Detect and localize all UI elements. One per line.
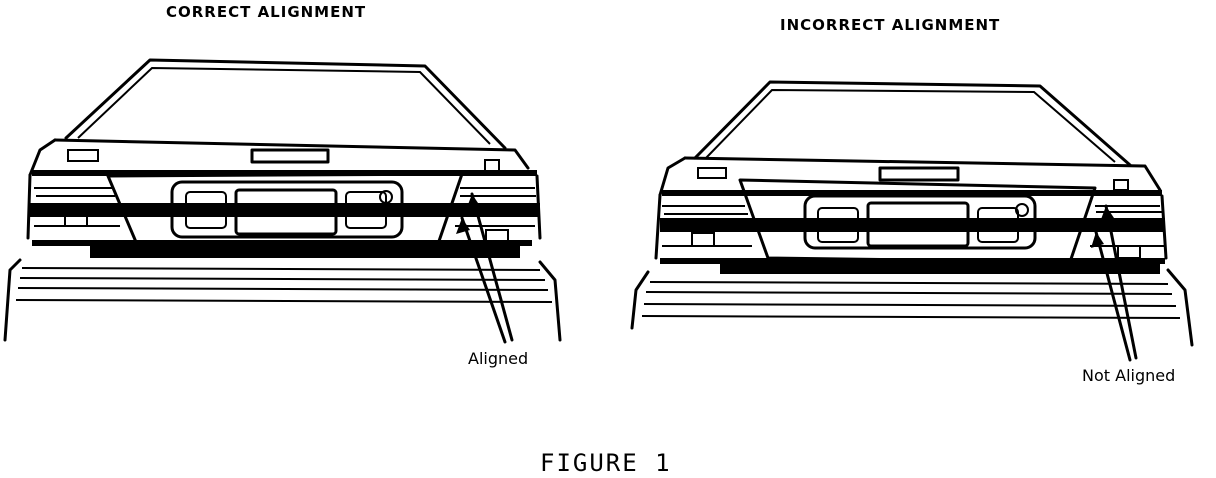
car-incorrect-alignment — [630, 80, 1194, 347]
aligned-label: Aligned — [468, 349, 529, 368]
not-aligned-callout-arrows — [1091, 204, 1138, 362]
not-aligned-label: Not Aligned — [1082, 366, 1176, 385]
aligned-callout-arrows — [456, 192, 514, 344]
figure-caption: FIGURE 1 — [540, 449, 672, 477]
right-title: INCORRECT ALIGNMENT — [780, 16, 1001, 34]
left-title: CORRECT ALIGNMENT — [166, 3, 367, 21]
car-correct-alignment — [3, 58, 562, 342]
